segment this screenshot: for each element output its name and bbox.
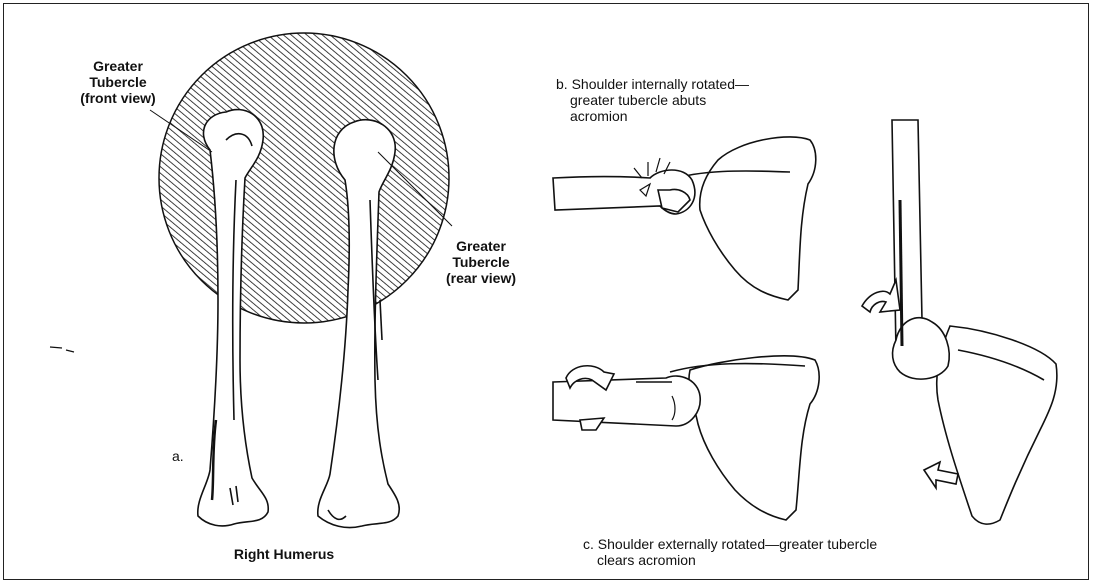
caption-line: b. Shoulder internally rotated— xyxy=(556,76,749,92)
label-line: Greater xyxy=(426,238,536,254)
label-line: Tubercle xyxy=(426,254,536,270)
caption-line: greater tubercle abuts xyxy=(556,92,749,108)
magnified-region-circle xyxy=(159,33,449,323)
label-greater-tubercle-front: Greater Tubercle (front view) xyxy=(58,58,178,106)
shoulder-internal-rotation xyxy=(553,137,816,300)
caption-line: clears acromion xyxy=(583,552,877,568)
label-line: (front view) xyxy=(58,90,178,106)
label-greater-tubercle-rear: Greater Tubercle (rear view) xyxy=(426,238,536,286)
shoulder-arm-hanging xyxy=(862,120,1057,524)
stray-mark xyxy=(50,347,74,352)
caption-c: c. Shoulder externally rotated—greater t… xyxy=(583,536,877,568)
shoulder-external-rotation xyxy=(553,356,819,520)
caption-b: b. Shoulder internally rotated— greater … xyxy=(556,76,749,124)
caption-line: c. Shoulder externally rotated—greater t… xyxy=(583,536,877,552)
label-line: Tubercle xyxy=(58,74,178,90)
caption-line: acromion xyxy=(556,108,749,124)
label-line: Greater xyxy=(58,58,178,74)
label-part-a: a. xyxy=(172,448,184,464)
label-line: (rear view) xyxy=(426,270,536,286)
title-right-humerus: Right Humerus xyxy=(204,546,364,562)
